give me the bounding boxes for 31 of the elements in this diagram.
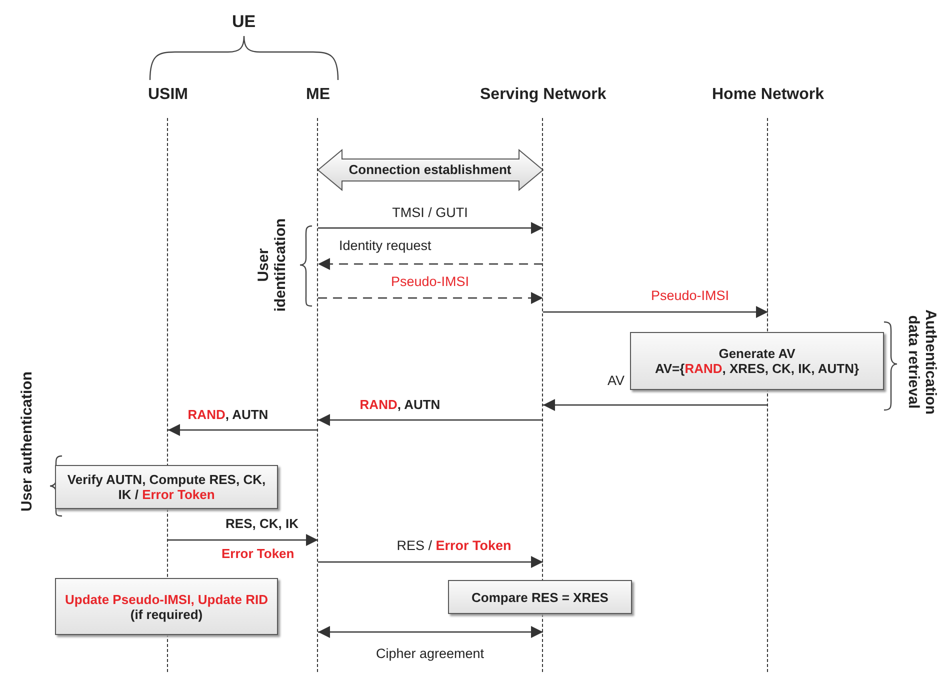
arrow [168,534,318,546]
edge-label: RAND, AUTN [186,407,270,423]
arrow [168,424,318,436]
process-box: Generate AV AV={RAND, XRES, CK, IK, AUTN} [630,332,884,390]
lifeline-label: Home Network [712,86,824,104]
edge-label: Connection establishment [348,162,512,178]
arrow [318,258,543,270]
arrow [318,626,543,638]
arrow [318,414,543,426]
edge-label: Identity request [337,238,434,254]
lifeline-label: Serving Network [480,86,606,104]
alternative-label: Error Token [222,546,294,560]
arrow [318,292,543,304]
block-arrow [317,148,544,192]
lifeline [317,118,319,672]
arrow [543,306,768,318]
edge-label: RAND, AUTN [358,397,442,413]
process-box: Verify AUTN, Compute RES, CK, IK / Error Token [55,465,278,509]
lifeline-label: ME [306,86,330,104]
group-label: UE [232,12,256,32]
group-label: User authentication [18,371,36,512]
process-box: Update Pseudo-IMSI, Update RID (if required) [55,578,278,635]
arrow [543,399,768,411]
group-label: User identification [255,217,289,314]
edge-label: RES, CK, IK [224,516,300,532]
arrow [318,222,543,234]
lifeline-label: USIM [148,86,188,104]
edge-label: Cipher agreement [374,646,486,662]
arrow [318,556,543,568]
group-label: Authentication data retrieval [905,308,939,416]
process-box: Compare RES = XRES [448,580,632,614]
